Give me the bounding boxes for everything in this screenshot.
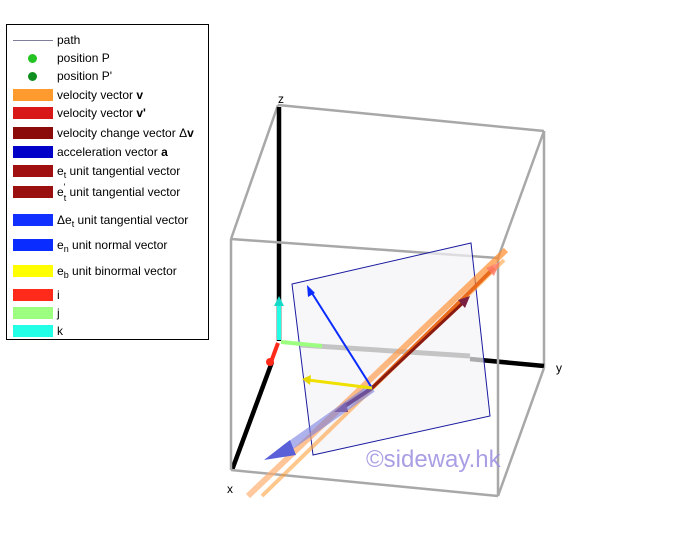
legend-item: en unit normal vector — [7, 237, 207, 254]
legend-color-swatch — [13, 325, 53, 337]
legend-item: position P' — [7, 68, 207, 84]
legend-color-swatch — [13, 146, 53, 158]
legend-color-swatch — [13, 289, 53, 301]
legend-label: velocity change vector Δv — [57, 126, 194, 140]
legend-item: velocity change vector Δv — [7, 125, 207, 141]
legend-item: j — [7, 305, 207, 321]
legend-label: i — [57, 288, 60, 302]
legend-label: position P — [57, 51, 110, 65]
velocity-arrowhead — [486, 262, 500, 276]
legend-label: e't unit tangential vector — [57, 182, 181, 203]
legend-item: eb unit binormal vector — [7, 263, 207, 280]
legend-label: acceleration vector a — [57, 145, 168, 159]
legend-label: velocity vector v' — [57, 106, 146, 120]
unit-normal-vector — [309, 289, 373, 389]
legend-line-swatch — [13, 40, 53, 41]
unit-tangential-vector — [370, 298, 468, 390]
legend-item: et unit tangential vector — [7, 163, 207, 180]
z-axis-label: z — [278, 92, 284, 106]
legend-color-swatch — [13, 89, 53, 101]
legend-color-swatch — [13, 186, 53, 198]
unit-normal-arrowhead — [307, 285, 315, 297]
legend-label: eb unit binormal vector — [57, 264, 177, 280]
legend-label: j — [57, 306, 60, 320]
k-arrowhead — [274, 296, 284, 306]
legend-item: position P — [7, 50, 207, 66]
legend-color-swatch — [13, 307, 53, 319]
unit-binormal-arrowhead — [302, 375, 311, 385]
legend-label: Δet unit tangential vector — [57, 213, 189, 229]
watermark: ©sideway.hk — [366, 446, 501, 473]
legend-item: Δet unit tangential vector — [7, 212, 207, 229]
legend: path position P position P' velocity vector… — [6, 24, 209, 340]
x-axis-label: x — [227, 482, 233, 496]
legend-item: velocity vector v — [7, 87, 207, 103]
legend-item: k — [7, 323, 207, 339]
legend-item: velocity vector v' — [7, 105, 207, 121]
acceleration-vector — [281, 384, 375, 454]
y-axis-label: y — [556, 361, 562, 375]
j-unit-vector — [280, 340, 323, 348]
legend-color-swatch — [13, 165, 53, 177]
legend-label: velocity vector v — [57, 88, 144, 102]
x-axis-line — [229, 361, 275, 471]
legend-item: path — [7, 32, 207, 48]
legend-item: i — [7, 287, 207, 303]
legend-item: e't unit tangential vector — [7, 182, 207, 203]
j-axis-ghost — [299, 342, 471, 359]
legend-dot-swatch — [28, 54, 37, 63]
unit-binormal-vector — [307, 378, 373, 390]
legend-dot-swatch — [28, 72, 37, 81]
legend-label: path — [57, 33, 81, 47]
legend-label: en unit normal vector — [57, 238, 168, 254]
legend-color-swatch — [13, 239, 53, 251]
legend-label: k — [57, 324, 63, 338]
i-arrowhead — [266, 358, 274, 366]
legend-color-swatch — [13, 265, 53, 277]
acceleration-arrowhead — [264, 440, 296, 460]
bounding-box-back — [229, 103, 546, 368]
unit-tangential-arrowhead — [458, 296, 470, 308]
legend-label: et unit tangential vector — [57, 164, 181, 180]
legend-label: position P' — [57, 69, 112, 83]
legend-color-swatch — [13, 214, 53, 226]
legend-color-swatch — [13, 107, 53, 119]
legend-item: acceleration vector a — [7, 144, 207, 160]
legend-color-swatch — [13, 127, 53, 139]
